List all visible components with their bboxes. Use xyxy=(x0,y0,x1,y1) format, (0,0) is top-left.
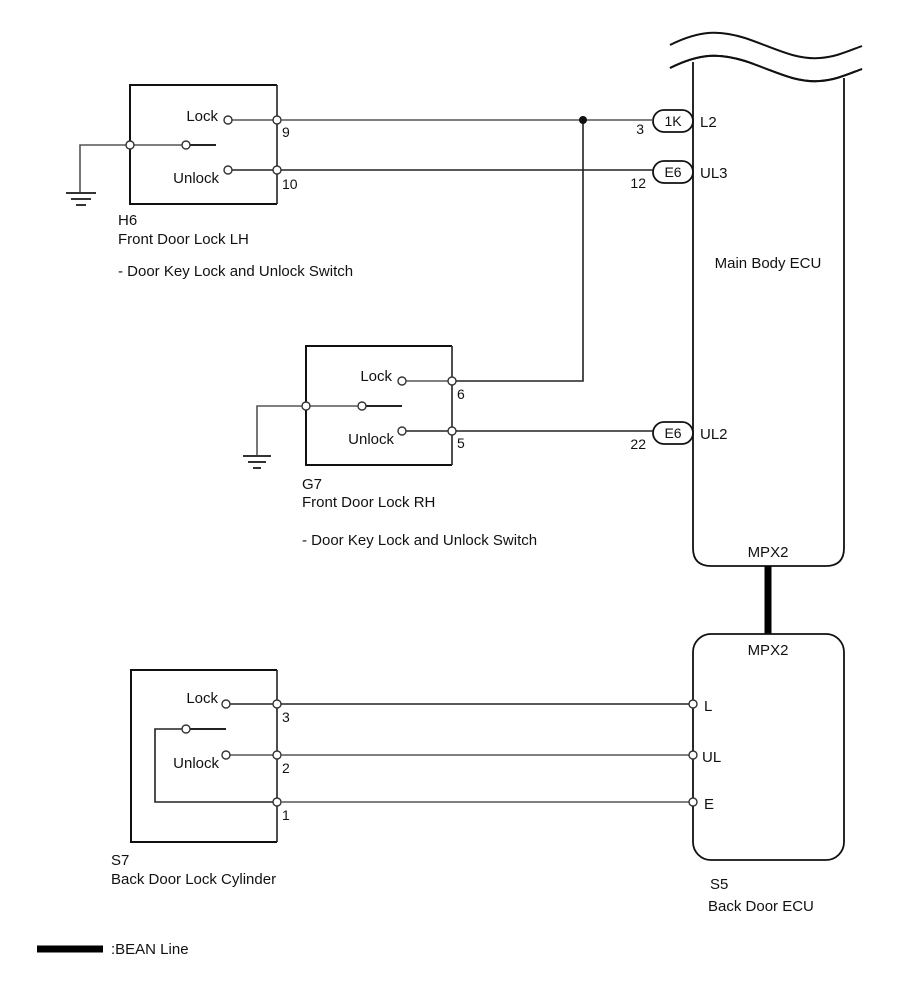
g7-name: Front Door Lock RH xyxy=(302,494,435,511)
s7-code: S7 xyxy=(111,852,129,869)
terminal-ul: UL xyxy=(702,749,721,766)
back-door-ecu-outline xyxy=(692,633,845,861)
connector-e6-id: E6 xyxy=(664,164,681,180)
s7-pin-2-terminal xyxy=(272,750,282,760)
s7-unlock-contact xyxy=(221,750,231,760)
h6-pin-10-terminal xyxy=(272,165,282,175)
terminal-l: L xyxy=(704,698,712,715)
terminal-l2: L2 xyxy=(700,114,717,131)
splice-point xyxy=(579,116,587,124)
g7-lock-contact xyxy=(397,376,407,386)
g7-switch-pivot xyxy=(357,401,367,411)
terminal-ul2: UL2 xyxy=(700,426,728,443)
s7-unlock-label: Unlock xyxy=(173,755,219,772)
h6-code: H6 xyxy=(118,212,137,229)
legend-bean-line-label: :BEAN Line xyxy=(111,941,189,958)
ground-icon xyxy=(243,455,271,469)
g7-pin-5-terminal xyxy=(447,426,457,436)
front-door-lock-lh: Lock Unlock 9 10 H6 Front Door Lock LH -… xyxy=(66,84,353,280)
h6-lock-label: Lock xyxy=(186,108,218,125)
h6-common-terminal xyxy=(125,140,135,150)
g7-pin-6-terminal xyxy=(447,376,457,386)
terminal-e: E xyxy=(704,796,714,813)
front-door-lock-rh: Lock Unlock 6 5 G7 Front Door Lock RH - … xyxy=(243,345,537,549)
s7-lock-contact xyxy=(221,699,231,709)
main-body-ecu-outline xyxy=(692,62,845,567)
g7-unlock-contact xyxy=(397,426,407,436)
main-body-ecu: Main Body ECU MPX2 xyxy=(669,31,863,567)
connector-e6-id: E6 xyxy=(664,425,681,441)
h6-unlock-contact xyxy=(223,165,233,175)
back-door-ecu-code: S5 xyxy=(710,876,728,893)
back-door-ecu-mpx2-label: MPX2 xyxy=(748,642,789,659)
h6-name: Front Door Lock LH xyxy=(118,231,249,248)
s7-internal-loop xyxy=(154,728,277,803)
s7-box xyxy=(130,669,277,843)
connector-e6-pin-22: 22 xyxy=(630,436,646,452)
connector-1k-id: 1K xyxy=(664,113,682,129)
g7-ground-wire xyxy=(256,405,306,455)
back-door-ecu-name: Back Door ECU xyxy=(708,898,814,915)
s7-pin-3: 3 xyxy=(282,709,290,725)
g7-subtitle: - Door Key Lock and Unlock Switch xyxy=(302,532,537,549)
connector-1k-pin: 3 xyxy=(636,121,644,137)
s7-pin-1: 1 xyxy=(282,807,290,823)
connector-e6-shape xyxy=(652,421,694,445)
connector-1k-shape xyxy=(652,109,694,133)
g7-lock-label: Lock xyxy=(360,368,392,385)
h6-pin-9-terminal xyxy=(272,115,282,125)
main-body-ecu-label: Main Body ECU xyxy=(715,255,822,272)
back-door-lock-cylinder: Lock Unlock 3 2 1 S7 Back Door Lock Cyli… xyxy=(111,669,290,888)
connector-e6-shape xyxy=(652,160,694,184)
wire-g7-6-to-l2 xyxy=(456,120,584,382)
g7-code: G7 xyxy=(302,476,322,493)
s7-name: Back Door Lock Cylinder xyxy=(111,871,276,888)
s7-pin-2: 2 xyxy=(282,760,290,776)
break-mark-upper xyxy=(669,31,863,60)
h6-lock-contact xyxy=(223,115,233,125)
s7-lock-label: Lock xyxy=(186,690,218,707)
h6-switch-pivot xyxy=(181,140,191,150)
h6-unlock-label: Unlock xyxy=(173,170,219,187)
main-body-ecu-mpx2-label: MPX2 xyxy=(748,544,789,561)
g7-pin-5: 5 xyxy=(457,435,465,451)
break-mark-lower-redraw xyxy=(669,54,863,83)
s7-pin-3-terminal xyxy=(272,699,282,709)
legend: :BEAN Line xyxy=(37,941,189,958)
s5-terminal-ul xyxy=(688,750,698,760)
h6-subtitle: - Door Key Lock and Unlock Switch xyxy=(118,263,353,280)
ground-icon xyxy=(66,192,96,206)
connector-1k: 1K 3 L2 xyxy=(636,109,717,137)
h6-pin-9: 9 xyxy=(282,124,290,140)
g7-unlock-label: Unlock xyxy=(348,431,394,448)
s7-pin-1-terminal xyxy=(272,797,282,807)
g7-common-terminal xyxy=(301,401,311,411)
connector-e6-ul2: E6 22 UL2 xyxy=(630,421,728,452)
s5-terminal-e xyxy=(688,797,698,807)
h6-ground-wire xyxy=(79,144,130,192)
s7-switch-pivot xyxy=(181,724,191,734)
terminal-ul3: UL3 xyxy=(700,165,728,182)
connector-e6-pin-12: 12 xyxy=(630,175,646,191)
g7-pin-6: 6 xyxy=(457,386,465,402)
back-door-ecu: MPX2 L UL E S5 Back Door ECU xyxy=(692,633,845,915)
connector-e6-ul3: E6 12 UL3 xyxy=(630,160,728,191)
h6-pin-10: 10 xyxy=(282,176,298,192)
s5-terminal-l xyxy=(688,699,698,709)
